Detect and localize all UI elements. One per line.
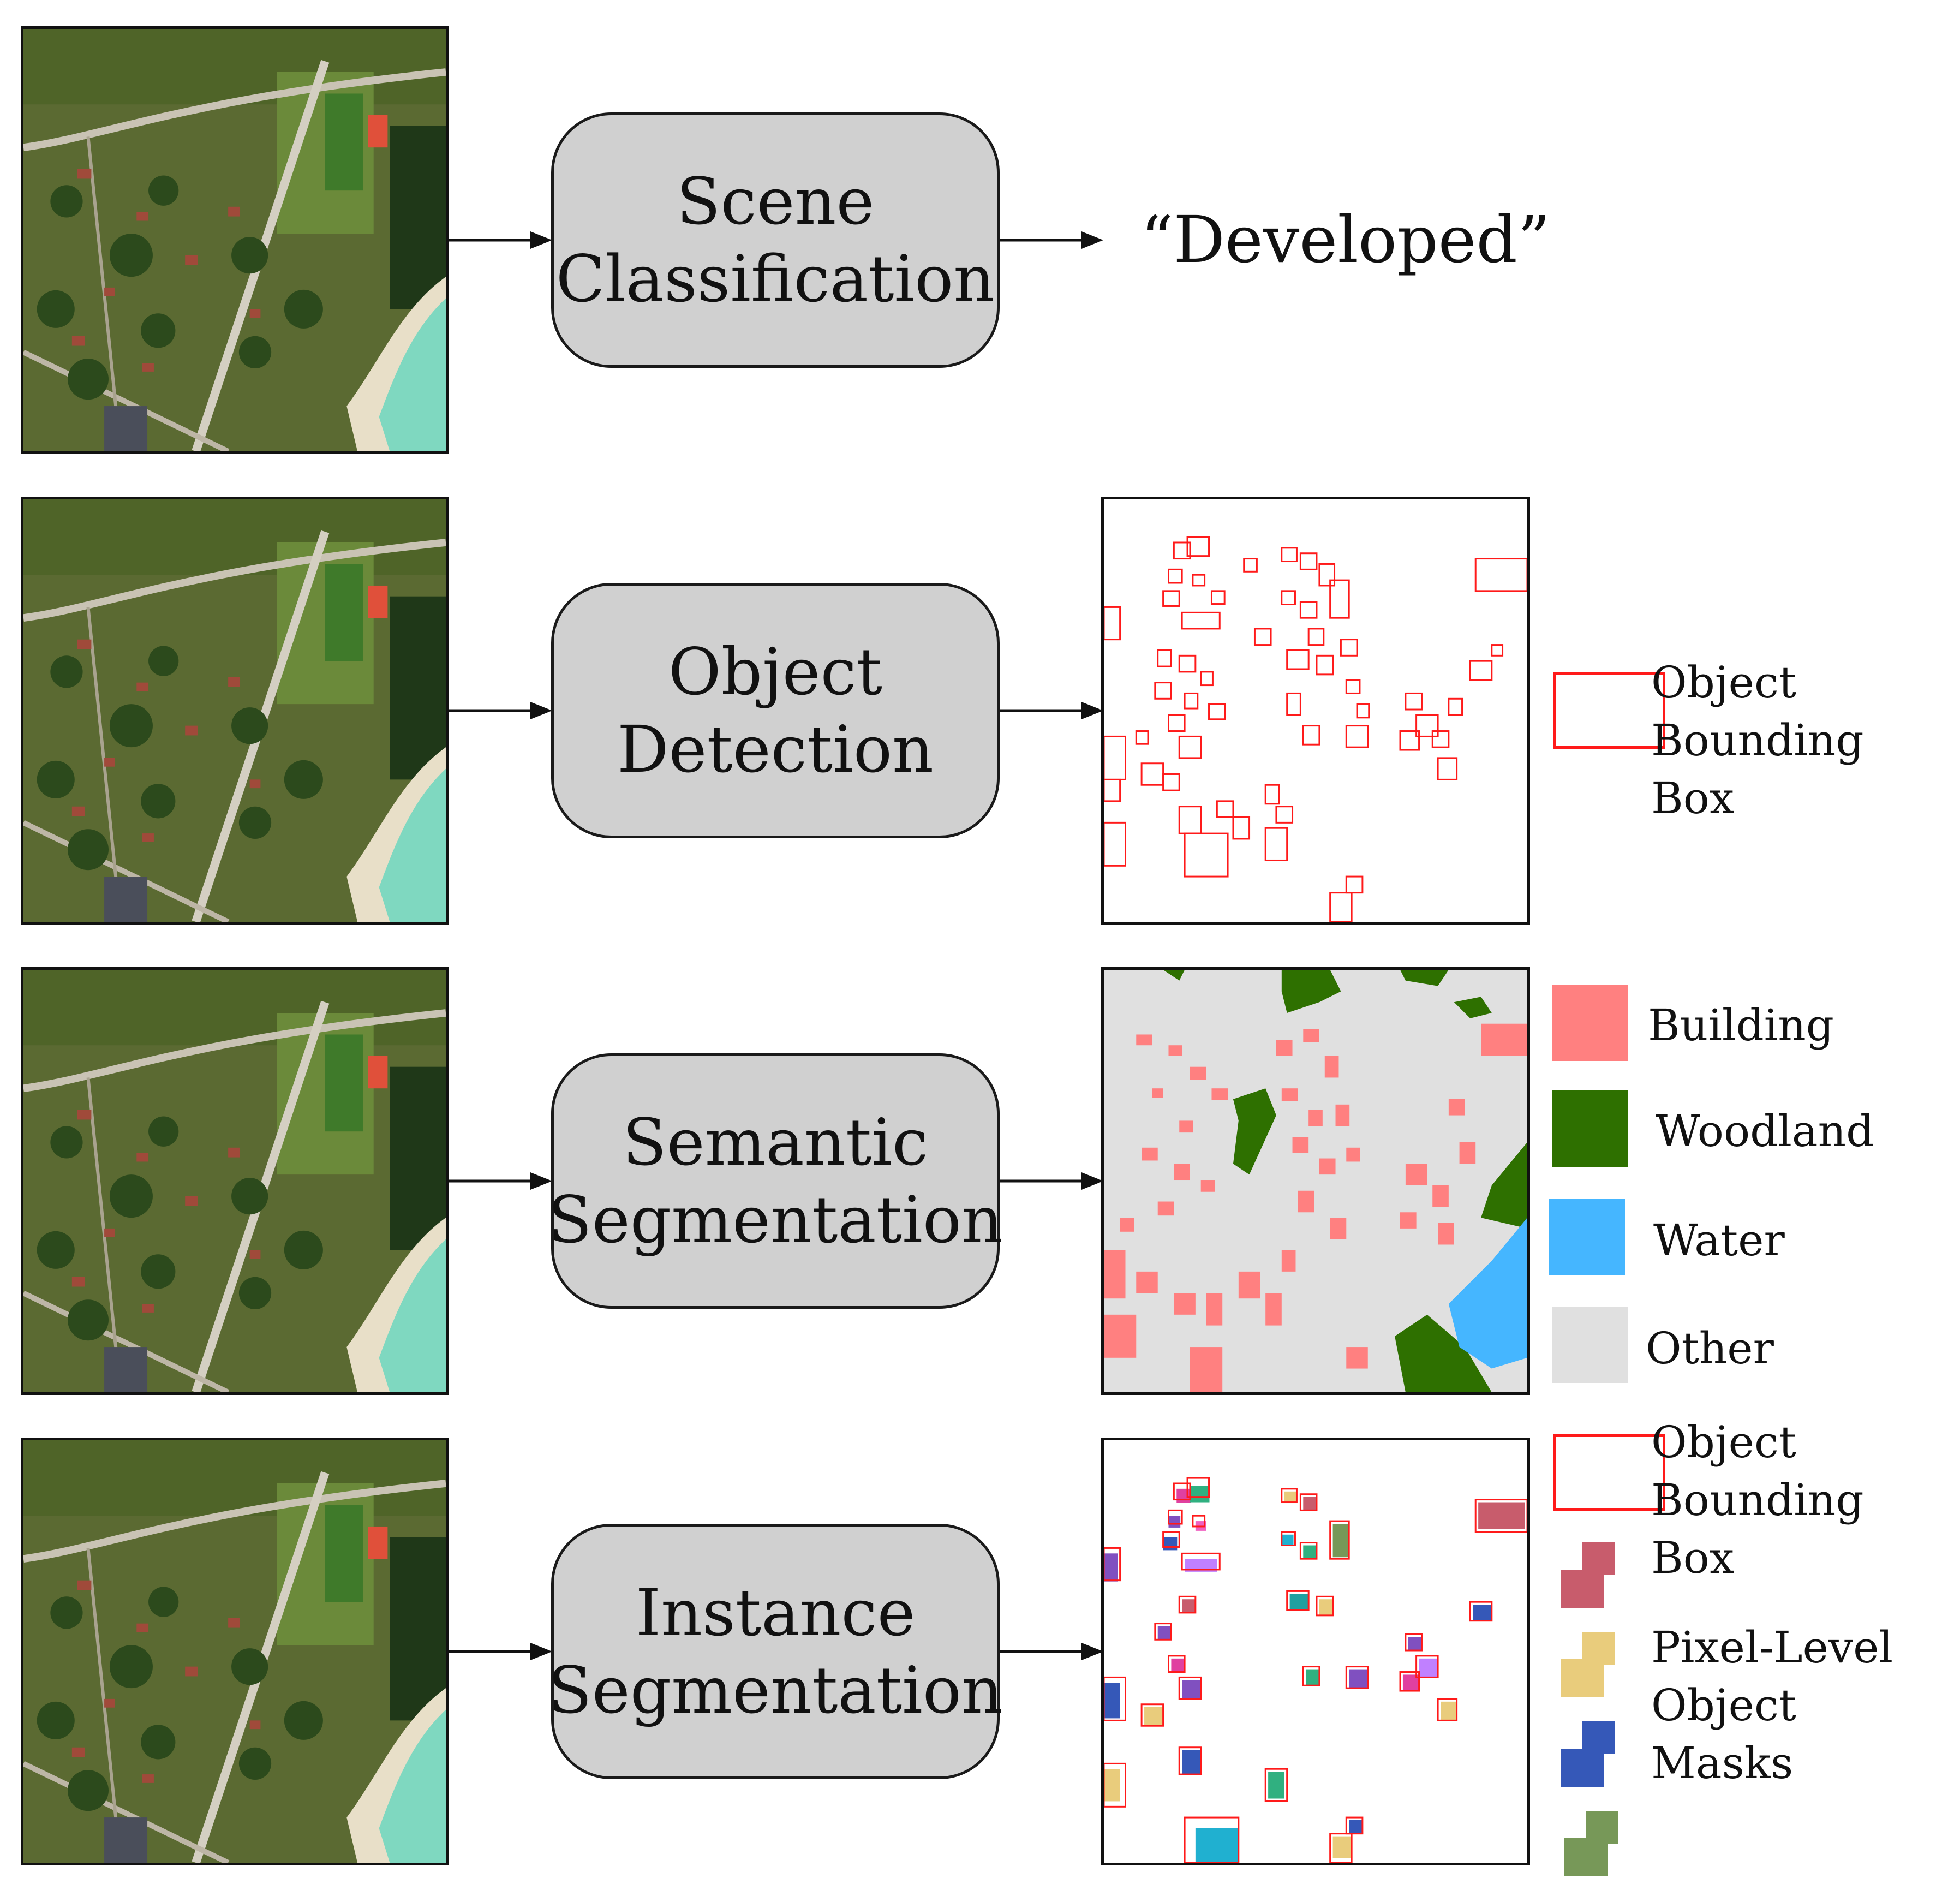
- woodland-legend-swatch: [1552, 1090, 1628, 1167]
- aerial-image-2: [21, 497, 449, 925]
- arrow-2b: [1000, 700, 1103, 722]
- task-label: Semantic Segmentation: [548, 1105, 1003, 1257]
- task-label: Object Detection: [617, 634, 934, 787]
- woodland-legend-label: Woodland: [1656, 1106, 1874, 1156]
- detection-output: [1101, 497, 1530, 925]
- instance-bbox-legend-label: Object Bounding Box: [1651, 1417, 1864, 1583]
- water-legend-label: Water: [1653, 1215, 1785, 1266]
- semantic-segmentation-output: [1101, 967, 1530, 1395]
- arrow-1a: [449, 229, 552, 251]
- task-label: Instance Segmentation: [548, 1575, 1003, 1728]
- arrow-4a: [449, 1641, 552, 1662]
- water-legend-swatch: [1549, 1199, 1625, 1275]
- task-label: Scene Classification: [555, 164, 995, 317]
- instance-segmentation-output: [1101, 1438, 1530, 1865]
- bbox-legend-swatch: [1553, 672, 1665, 749]
- arrow-3a: [449, 1170, 552, 1192]
- arrow-1b: [1000, 229, 1103, 251]
- aerial-image-3: [21, 967, 449, 1395]
- bbox-legend-label: Object Bounding Box: [1651, 657, 1864, 824]
- masks-legend-label: Pixel-Level Object Masks: [1651, 1622, 1893, 1788]
- bounding-box-map: [1104, 536, 1527, 922]
- mask-swatch-1: [1561, 1542, 1615, 1610]
- instance-mask-map: [1104, 1477, 1527, 1863]
- aerial-image-1: [21, 26, 449, 454]
- building-legend-label: Building: [1648, 1000, 1834, 1051]
- scene-classification-result: “Developed”: [1140, 202, 1551, 277]
- arrow-4b: [1000, 1641, 1103, 1662]
- instance-bbox-legend-swatch: [1553, 1434, 1665, 1511]
- mask-swatch-4: [1564, 1811, 1618, 1879]
- segmentation-map: [1104, 970, 1527, 1392]
- building-legend-swatch: [1552, 985, 1628, 1061]
- other-legend-label: Other: [1646, 1323, 1774, 1374]
- other-legend-swatch: [1552, 1307, 1628, 1383]
- aerial-image-4: [21, 1438, 449, 1865]
- task-box-scene-classification: Scene Classification: [551, 112, 1000, 368]
- task-box-semantic-segmentation: Semantic Segmentation: [548, 1053, 1003, 1309]
- arrow-3b: [1000, 1170, 1103, 1192]
- mask-swatch-2: [1561, 1632, 1615, 1700]
- task-box-instance-segmentation: Instance Segmentation: [548, 1524, 1003, 1779]
- mask-swatch-3: [1561, 1721, 1615, 1789]
- arrow-2a: [449, 700, 552, 722]
- task-box-object-detection: Object Detection: [551, 583, 1000, 838]
